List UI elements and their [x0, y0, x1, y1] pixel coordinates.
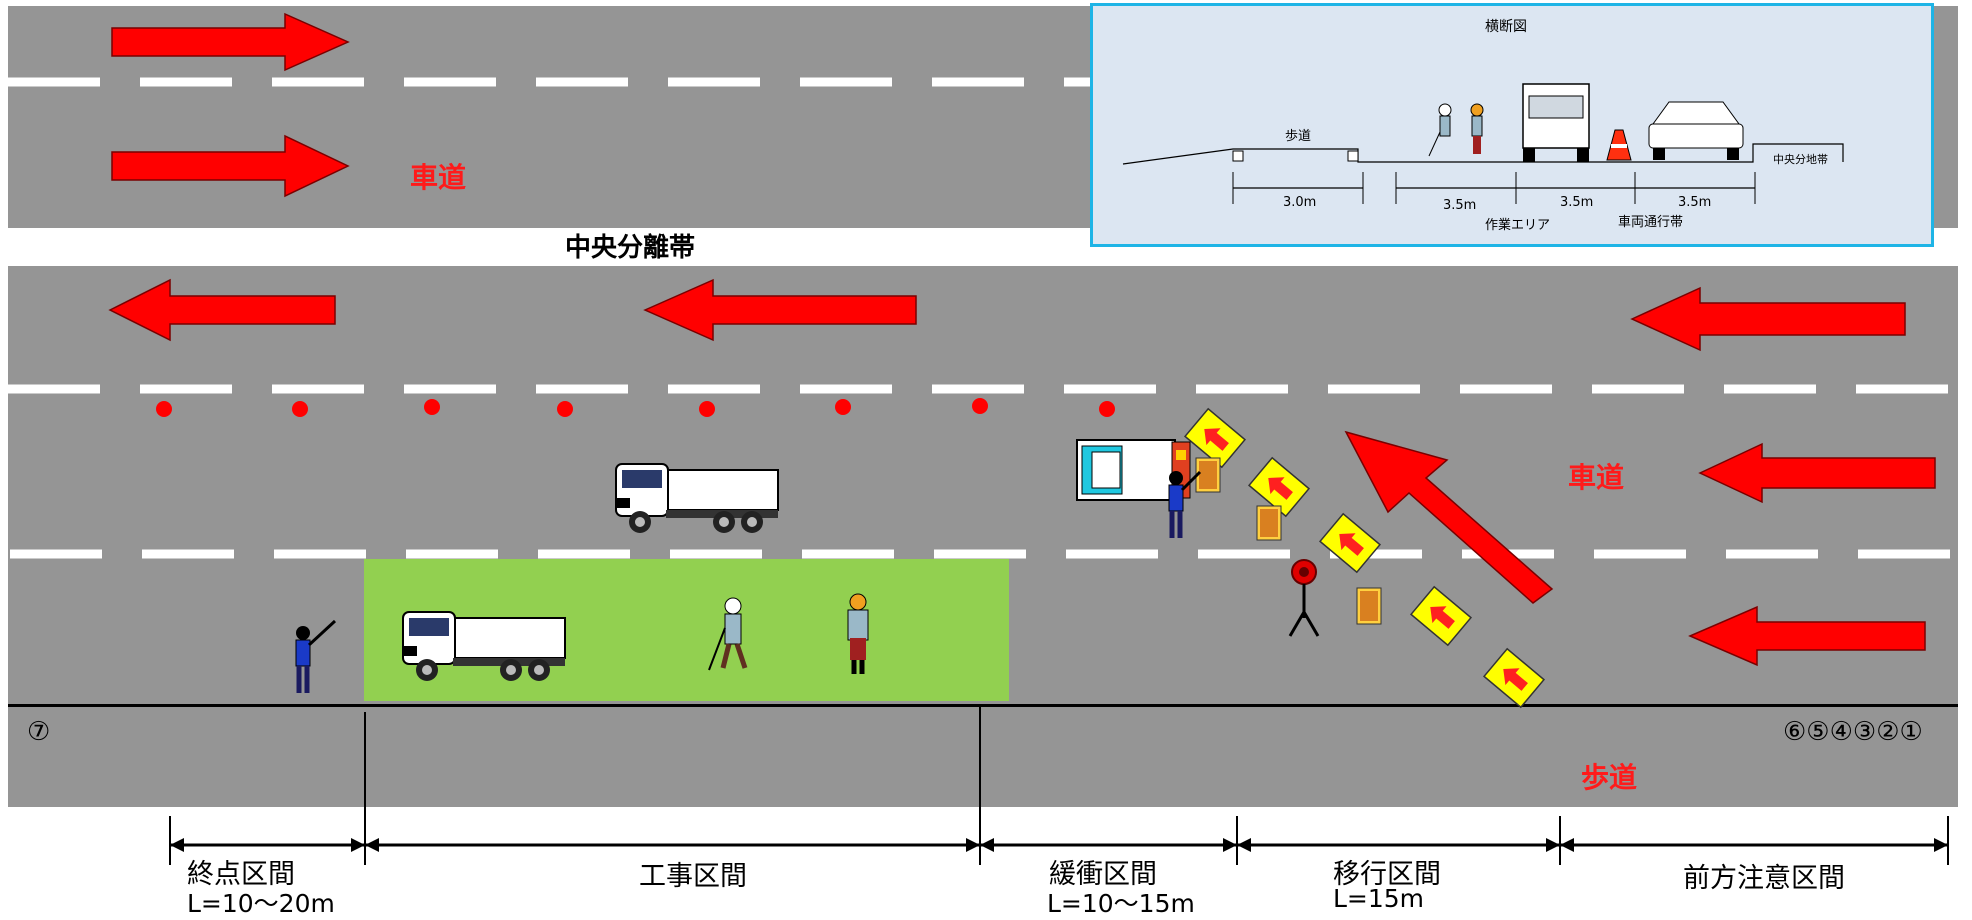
work-area-label: 作業エリア — [1485, 218, 1551, 233]
cone-dot — [699, 401, 715, 417]
section-transition-length: L=15m — [1333, 884, 1425, 913]
cone-dot — [1099, 401, 1115, 417]
cone-dot — [557, 401, 573, 417]
width-lane-3: 3.5m — [1678, 195, 1712, 210]
arrow-sign-icon — [1318, 512, 1382, 574]
width-sidewalk: 3.0m — [1283, 195, 1317, 210]
cone-dot — [972, 398, 988, 414]
cross-section-svg — [1122, 83, 1844, 204]
dump-truck-front-icon — [1522, 83, 1590, 162]
cross-section-inset: 横断図 — [1090, 3, 1934, 247]
arrow-sign-icon — [1183, 407, 1247, 469]
sidewalk-area — [8, 707, 1958, 807]
section-buffer-length: L=10〜15m — [1047, 889, 1195, 918]
flagger-icon — [1168, 470, 1202, 538]
section-end-name: 終点区間 — [187, 859, 295, 890]
arrow-left-1 — [108, 278, 336, 342]
section-work-name: 工事区間 — [639, 861, 747, 892]
arrow-left-5 — [1688, 605, 1926, 667]
curb-line — [8, 704, 1958, 707]
traffic-lane-label: 車両通行帯 — [1618, 215, 1684, 230]
cone-dot — [424, 399, 440, 415]
worker-icon — [847, 593, 869, 674]
cross-section-title: 横断図 — [1485, 19, 1527, 35]
section-transition-name: 移行区間 — [1333, 859, 1441, 890]
median-label: 中央分離帯 — [565, 233, 696, 263]
roadway-label-lane: 車道 — [1568, 461, 1625, 494]
section-buffer-name: 緩衝区間 — [1049, 859, 1157, 890]
dump-truck-icon — [615, 463, 779, 533]
roadway-label-top: 車道 — [410, 161, 467, 194]
warning-panel-icon — [1195, 457, 1221, 493]
cone-dots — [156, 398, 1115, 417]
arrow-sign-icon — [1482, 647, 1546, 709]
arrow-diagonal — [1344, 430, 1554, 604]
arrow-sign-icon — [1409, 585, 1473, 647]
section-dimensions — [169, 707, 1949, 865]
dump-truck-icon — [402, 611, 566, 681]
arrow-right-2 — [111, 134, 350, 198]
warning-panel-icon — [1356, 587, 1382, 625]
flagger-icon — [295, 619, 337, 693]
arrow-left-3 — [1630, 286, 1906, 352]
start-markers: ⑥⑤④③②① — [1783, 717, 1923, 747]
arrow-board-truck-icon — [1076, 439, 1191, 501]
section-end-length: L=10〜20m — [187, 889, 335, 918]
worker-icon — [1470, 103, 1484, 154]
signal-light-icon — [1288, 559, 1320, 637]
cone-dot — [156, 401, 172, 417]
arrow-sign-icon — [1247, 456, 1311, 518]
arrow-right-1 — [111, 12, 350, 72]
width-lane-1: 3.5m — [1443, 198, 1477, 213]
dimension-arrowheads — [170, 838, 1948, 852]
arrow-left-4 — [1698, 442, 1936, 504]
car-front-icon — [1648, 101, 1744, 160]
width-lane-2: 3.5m — [1560, 195, 1594, 210]
arrow-left-2 — [643, 278, 917, 342]
cone-dot — [292, 401, 308, 417]
warning-panel-icon — [1256, 505, 1282, 541]
cone-dot — [835, 399, 851, 415]
cross-section-median: 中央分地帯 — [1773, 153, 1828, 166]
section-advance-name: 前方注意区間 — [1683, 863, 1845, 894]
end-marker: ⑦ — [27, 717, 51, 747]
worker-icon — [1428, 103, 1452, 157]
sidewalk-label: 歩道 — [1581, 761, 1638, 794]
cross-section-sidewalk: 歩道 — [1285, 129, 1312, 144]
worker-icon — [708, 597, 748, 671]
